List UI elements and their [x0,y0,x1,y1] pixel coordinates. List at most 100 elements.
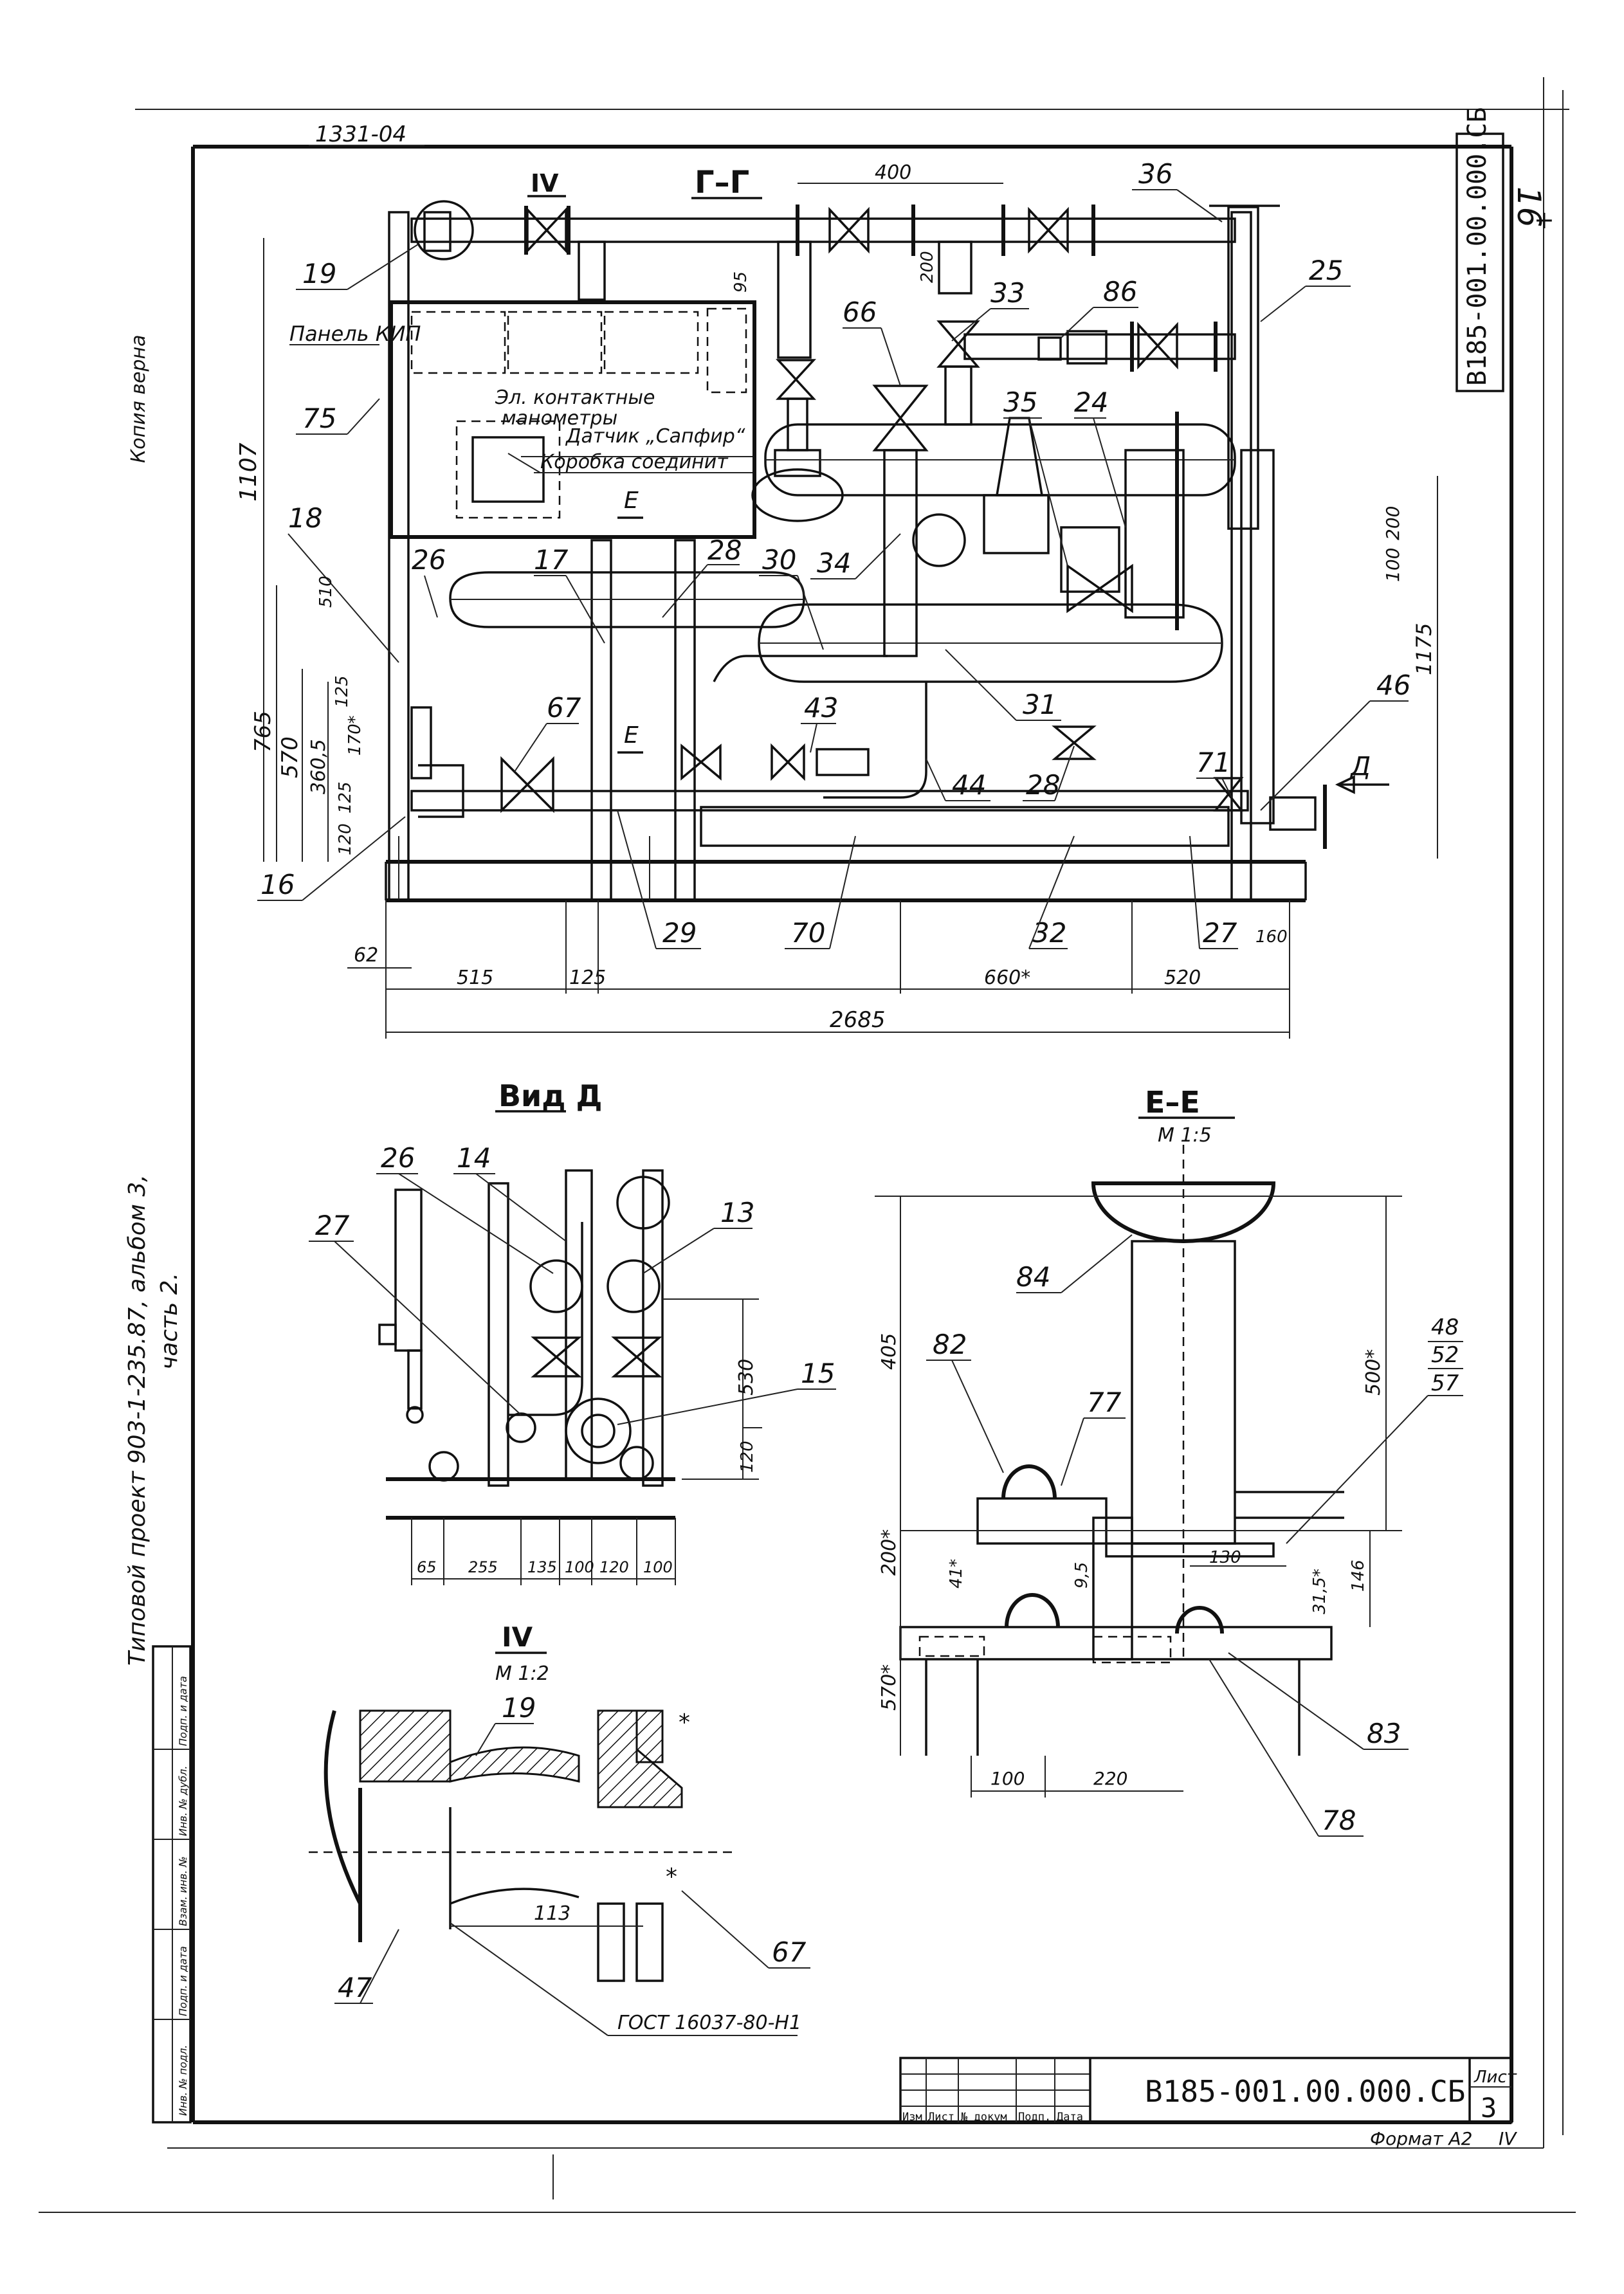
svg-text:3: 3 [1481,2092,1497,2124]
svg-text:1107: 1107 [235,442,262,502]
svg-text:Эл. контактные: Эл. контактные [495,387,655,409]
svg-text:25: 25 [1309,255,1343,286]
svg-text:405: 405 [878,1333,900,1370]
svg-text:113: 113 [534,1902,570,1925]
svg-text:Г–Г: Г–Г [695,165,749,201]
svg-text:Е: Е [624,722,639,749]
svg-text:67: 67 [772,1936,807,1968]
svg-text:660*: 660* [984,967,1030,989]
left-notes: Типовой проект 903-1-235.87, альбом 3, ч… [124,334,183,1666]
svg-text:100: 100 [565,1558,594,1576]
svg-text:360,5: 360,5 [307,739,330,794]
svg-text:Взам. инв. №: Взам. инв. № [177,1856,189,1926]
svg-text:27: 27 [315,1210,350,1241]
svg-text:100: 100 [1382,548,1403,582]
svg-text:46: 46 [1376,669,1410,701]
view-gg: Г–Г [235,158,1438,1039]
svg-text:146: 146 [1349,1560,1368,1592]
svg-text:120: 120 [738,1441,757,1473]
svg-text:255: 255 [468,1558,498,1576]
svg-text:*: * [679,1709,690,1736]
svg-text:520: 520 [1164,967,1201,989]
svg-text:27: 27 [1203,917,1237,949]
svg-text:Подп. и дата: Подп. и дата [177,1676,189,1746]
svg-text:1175: 1175 [1412,623,1436,675]
svg-text:9,5: 9,5 [1072,1562,1091,1589]
page-mark: 16 + [1510,187,1555,234]
svg-text:16: 16 [1510,187,1547,228]
svg-text:125: 125 [333,675,352,707]
svg-text:95: 95 [731,271,751,293]
svg-text:13: 13 [720,1197,754,1228]
svg-text:84: 84 [1016,1261,1050,1293]
svg-text:Подп. и дата: Подп. и дата [177,1946,189,2016]
view-d: Вид Д 530 120 65 25 [309,1079,836,1585]
svg-text:82: 82 [933,1329,967,1360]
svg-text:Е–Е: Е–Е [1145,1085,1200,1120]
svg-text:29: 29 [662,917,697,949]
svg-text:41*: 41* [947,1559,966,1589]
svg-text:57: 57 [1431,1370,1459,1396]
svg-text:125: 125 [336,781,355,814]
svg-text:135: 135 [527,1558,557,1576]
svg-text:70: 70 [791,917,825,949]
svg-text:19: 19 [502,1692,536,1724]
svg-text:Датчик „Сапфир“: Датчик „Сапфир“ [565,425,745,448]
svg-text:2685: 2685 [830,1007,886,1033]
svg-text:Коробка соединит: Коробка соединит [540,451,729,473]
svg-text:*: * [666,1864,677,1890]
svg-text:28: 28 [707,534,742,566]
svg-text:500*: 500* [1362,1349,1385,1396]
svg-text:78: 78 [1322,1805,1356,1836]
svg-text:33: 33 [990,277,1025,309]
svg-text:Е: Е [624,487,639,514]
svg-text:130: 130 [1209,1548,1241,1567]
svg-text:30: 30 [762,544,796,576]
svg-text:120: 120 [599,1558,629,1576]
svg-text:510: 510 [316,576,336,608]
instrument-panel [389,300,756,539]
svg-text:86: 86 [1103,276,1137,307]
svg-text:100: 100 [643,1558,673,1576]
svg-text:IV: IV [502,1621,533,1653]
svg-text:Подп.: Подп. [1018,2111,1051,2124]
svg-text:125: 125 [569,967,606,989]
svg-text:B185-001.00.000.CБ: B185-001.00.000.CБ [1145,2074,1466,2109]
svg-text:Вид Д: Вид Д [498,1079,602,1113]
svg-text:манометры: манометры [502,407,617,430]
svg-text:65: 65 [417,1558,437,1576]
svg-text:Лист: Лист [928,2111,954,2124]
svg-text:570: 570 [277,736,303,778]
svg-text:IV: IV [1499,2128,1517,2149]
svg-text:52: 52 [1431,1342,1459,1368]
svg-text:200: 200 [918,251,937,283]
svg-text:100: 100 [990,1768,1025,1789]
svg-text:Инв. № дубл.: Инв. № дубл. [177,1766,189,1836]
svg-text:120: 120 [336,823,355,855]
svg-text:26: 26 [381,1142,415,1174]
svg-text:Формат А2: Формат А2 [1370,2128,1472,2149]
svg-text:77: 77 [1087,1387,1122,1418]
svg-text:48: 48 [1431,1315,1459,1340]
svg-text:B185-001.00.000.CБ: B185-001.00.000.CБ [1463,107,1492,386]
side-stamp: Инв. № подл. Подп. и дата Взам. инв. № И… [152,1645,192,2124]
svg-text:160: 160 [1255,927,1288,947]
svg-text:34: 34 [817,547,851,579]
svg-text:570*: 570* [878,1664,900,1711]
svg-text:44: 44 [952,769,986,801]
svg-text:31: 31 [1023,689,1057,720]
svg-text:+: + [1534,206,1555,234]
svg-text:М 1:5: М 1:5 [1158,1124,1212,1147]
svg-text:170*: 170* [345,715,365,756]
svg-text:200*: 200* [878,1529,900,1576]
svg-text:Лист: Лист [1473,2068,1517,2087]
gg-leaders: 19 75 18 26 17 28 30 34 66 33 86 35 24 [257,158,1410,949]
svg-text:43: 43 [804,692,838,724]
svg-text:Панель КИП: Панель КИП [289,322,421,346]
svg-text:1331-04: 1331-04 [315,122,406,147]
gg-dimensions: 400 200 95 1107 510 765 570 360,5 125 17… [235,161,1438,1039]
svg-text:Типовой проект 903-1-235.87, а: Типовой проект 903-1-235.87, альбом 3, [124,1174,151,1666]
svg-text:17: 17 [534,544,569,576]
svg-text:71: 71 [1196,747,1230,778]
